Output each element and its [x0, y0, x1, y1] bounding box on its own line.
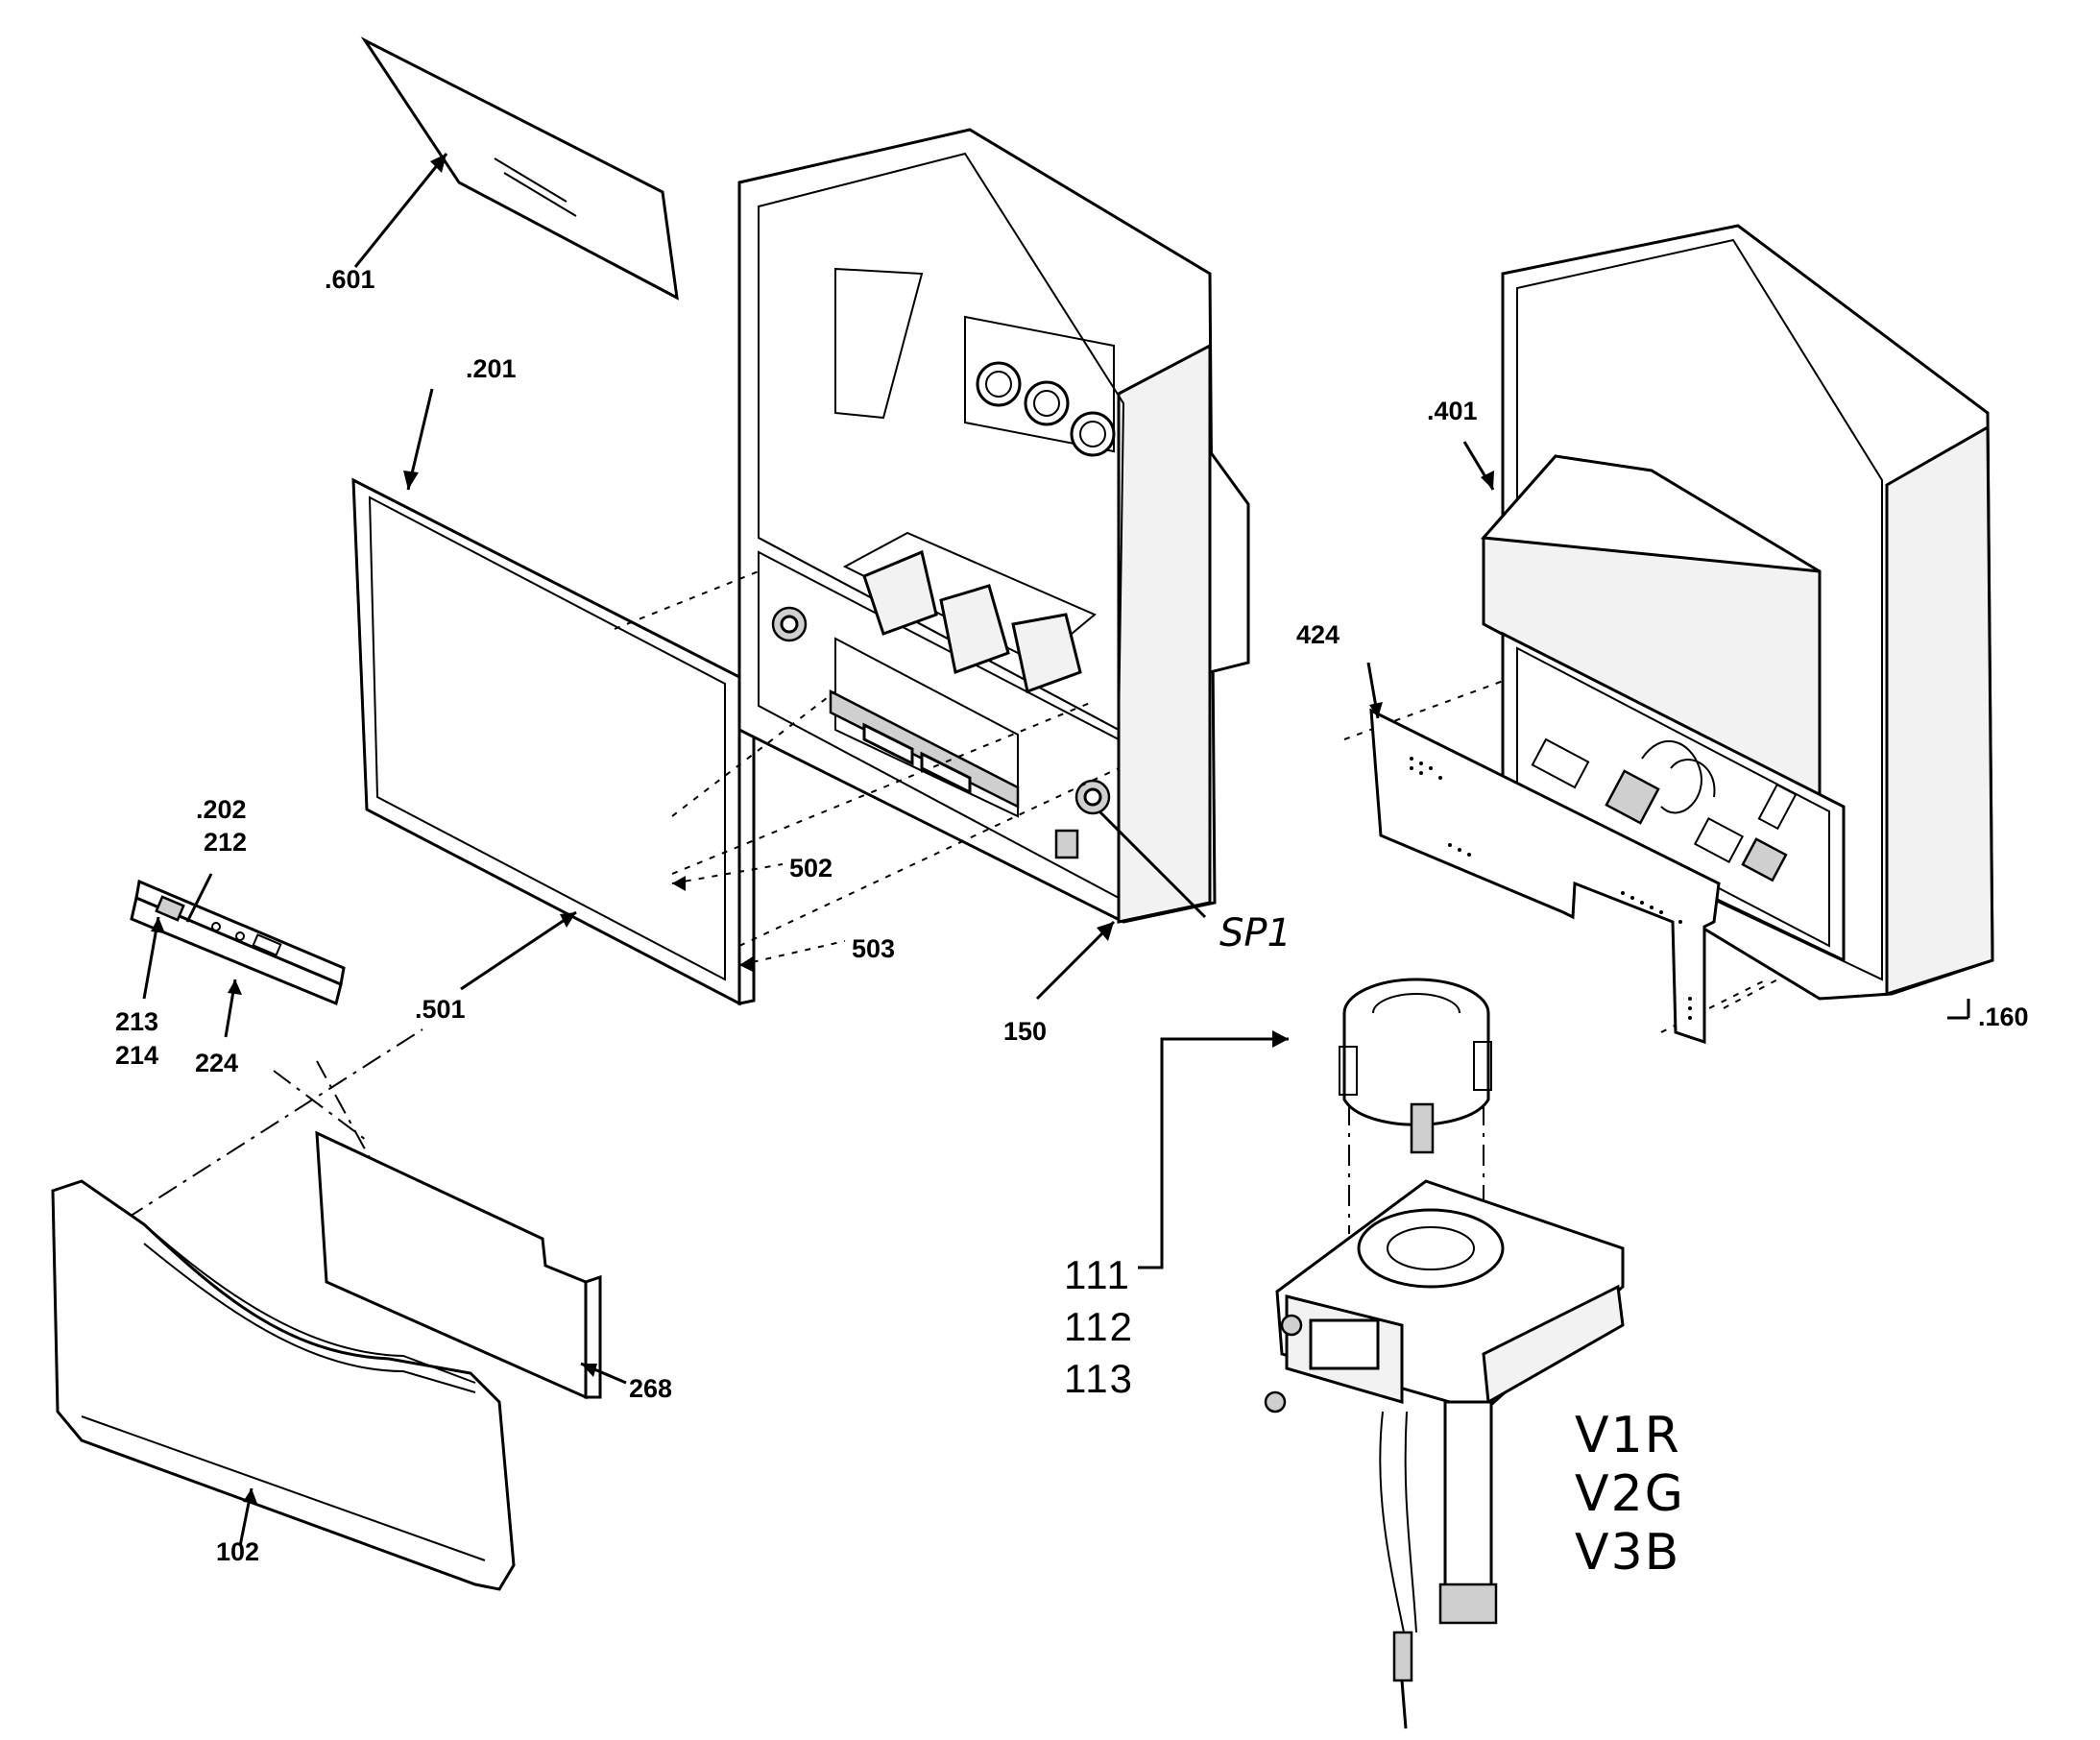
label-v2g: V2G [1575, 1465, 1685, 1523]
label-502: 502 [789, 854, 833, 882]
label-601: .601 [325, 265, 375, 294]
label-501: .501 [415, 995, 466, 1024]
label-v1r: V1R [1575, 1407, 1681, 1464]
label-268: 268 [629, 1374, 672, 1403]
label-213: 213 [115, 1007, 158, 1036]
label-113: 113 [1064, 1356, 1134, 1401]
part-268-cover-panel [315, 1130, 627, 1400]
alignment-guides [124, 570, 1797, 1220]
label-102: 102 [216, 1537, 259, 1566]
part-150-main-cabinet [737, 128, 1250, 1001]
part-502-503-pointers [671, 863, 846, 972]
label-424: 424 [1296, 620, 1340, 649]
label-150: 150 [1003, 1017, 1047, 1046]
label-214: 214 [115, 1041, 158, 1070]
part-number-labels: .601 .201 .202 212 213 214 224 .501 502 … [115, 265, 2029, 1582]
label-224: 224 [195, 1049, 238, 1077]
label-160: .160 [1978, 1003, 2029, 1031]
label-111: 111 [1064, 1252, 1131, 1297]
part-202-control-panel [130, 873, 346, 1038]
label-503: 503 [852, 934, 895, 963]
part-424-shield-plate [1366, 662, 1721, 1045]
label-sp1: SP1 [1219, 911, 1291, 955]
part-601-mirror [353, 36, 679, 301]
label-201: .201 [466, 354, 517, 383]
part-501-screen-pointer [460, 910, 577, 991]
label-v3b: V3B [1575, 1524, 1680, 1582]
label-112: 112 [1064, 1304, 1134, 1349]
part-401-hood [1480, 454, 1822, 805]
part-160-rear-cabinet [1462, 224, 1994, 1020]
label-212: 212 [204, 828, 247, 857]
projector-lenses [964, 315, 1116, 457]
part-102-lower-grille [51, 1179, 516, 1591]
part-111-deflection-yoke [1138, 978, 1625, 1729]
label-202: .202 [196, 795, 247, 824]
label-401: .401 [1427, 397, 1478, 425]
part-201-front-frame [351, 388, 756, 1006]
